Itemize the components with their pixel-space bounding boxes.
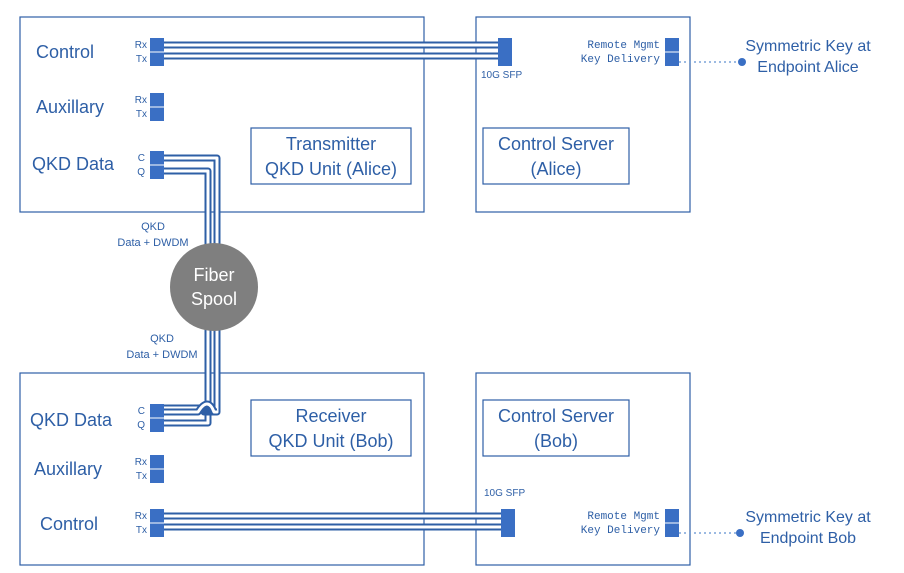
rx-aux-rx-port[interactable] xyxy=(150,455,164,469)
alice-server-title-box xyxy=(482,127,630,185)
bob-remote-mgmt-label: Remote Mgmt xyxy=(587,511,660,523)
tx-control-tx-port[interactable] xyxy=(150,52,164,66)
rx-control-tx-label: Tx xyxy=(136,525,147,536)
fiber-label-bottom-2: Data + DWDM xyxy=(126,349,197,361)
tx-qkd-q-port[interactable] xyxy=(150,165,164,179)
tx-control-label: Control xyxy=(36,42,94,62)
alice-endpoint-dot xyxy=(738,58,746,66)
receiver-title-2: QKD Unit (Bob) xyxy=(268,431,393,451)
tx-qkd-c-port[interactable] xyxy=(150,151,164,165)
fiber-spool xyxy=(170,243,258,331)
alice-remote-mgmt-port[interactable] xyxy=(665,38,679,52)
rx-qkd-q-port[interactable] xyxy=(150,418,164,432)
rx-control-tx-port[interactable] xyxy=(150,523,164,537)
tx-auxillary-label: Auxillary xyxy=(36,97,104,117)
tx-qkd-q-label: Q xyxy=(137,167,145,178)
alice-key-delivery-label: Key Delivery xyxy=(581,54,661,66)
rx-control-rx-port[interactable] xyxy=(150,509,164,523)
receiver-title-1: Receiver xyxy=(295,406,366,426)
alice-endpoint-label-2: Endpoint Alice xyxy=(757,59,859,76)
bob-key-delivery-label: Key Delivery xyxy=(581,525,661,537)
bob-endpoint-dot xyxy=(736,529,744,537)
tx-control-tx-label: Tx xyxy=(136,54,147,65)
alice-sfp-label: 10G SFP xyxy=(481,70,522,81)
bob-key-delivery-port[interactable] xyxy=(665,523,679,537)
alice-server-title-1: Control Server xyxy=(498,134,614,154)
bob-endpoint-label-2: Endpoint Bob xyxy=(760,530,856,547)
tx-aux-rx-label: Rx xyxy=(135,95,147,106)
rx-control-rx-label: Rx xyxy=(135,511,147,522)
rx-qkd-q-label: Q xyxy=(137,420,145,431)
rx-control-label: Control xyxy=(40,514,98,534)
bob-sfp-port[interactable] xyxy=(501,509,515,537)
tx-control-rx-label: Rx xyxy=(135,40,147,51)
bob-server-title-1: Control Server xyxy=(498,406,614,426)
tx-qkd-c-label: C xyxy=(138,153,145,164)
fiber-label-top-2: Data + DWDM xyxy=(117,237,188,249)
fiber-spool-label-1: Fiber xyxy=(193,265,234,285)
tx-aux-tx-port[interactable] xyxy=(150,107,164,121)
receiver-title-box xyxy=(250,399,412,457)
alice-server-title-2: (Alice) xyxy=(530,159,581,179)
rx-aux-tx-port[interactable] xyxy=(150,469,164,483)
rx-auxillary-label: Auxillary xyxy=(34,459,102,479)
transmitter-title-2: QKD Unit (Alice) xyxy=(265,159,397,179)
fiber-label-bottom-1: QKD xyxy=(150,333,174,345)
rx-aux-tx-label: Tx xyxy=(136,471,147,482)
transmitter-title-1: Transmitter xyxy=(286,134,376,154)
bob-remote-mgmt-port[interactable] xyxy=(665,509,679,523)
tx-aux-rx-port[interactable] xyxy=(150,93,164,107)
fiber-label-top-1: QKD xyxy=(141,221,165,233)
rx-qkd-data-label: QKD Data xyxy=(30,410,113,430)
tx-aux-tx-label: Tx xyxy=(136,109,147,120)
rx-aux-rx-label: Rx xyxy=(135,457,147,468)
tx-control-rx-port[interactable] xyxy=(150,38,164,52)
bob-endpoint-label-1: Symmetric Key at xyxy=(745,509,871,526)
alice-key-delivery-port[interactable] xyxy=(665,52,679,66)
rx-qkd-c-port[interactable] xyxy=(150,404,164,418)
alice-sfp-port[interactable] xyxy=(498,38,512,66)
bob-sfp-label: 10G SFP xyxy=(484,488,525,499)
alice-remote-mgmt-label: Remote Mgmt xyxy=(587,40,660,52)
fiber-spool-label-2: Spool xyxy=(191,289,237,309)
bob-server-title-box xyxy=(482,399,630,457)
rx-qkd-c-label: C xyxy=(138,406,145,417)
tx-qkd-data-label: QKD Data xyxy=(32,154,115,174)
alice-endpoint-label-1: Symmetric Key at xyxy=(745,38,871,55)
bob-server-title-2: (Bob) xyxy=(534,431,578,451)
transmitter-title-box xyxy=(250,127,412,185)
